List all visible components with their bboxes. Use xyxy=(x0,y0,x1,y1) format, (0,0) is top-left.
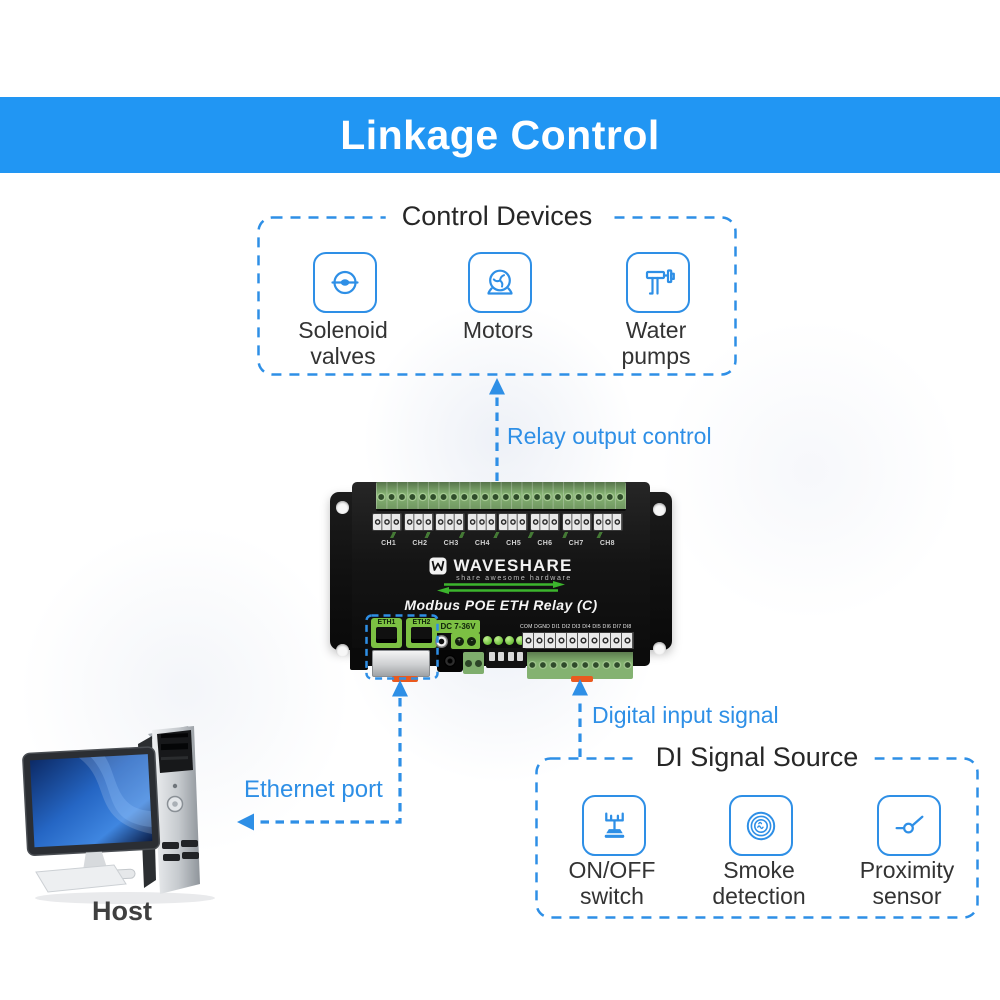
brand-row: WAVESHARE xyxy=(330,556,672,576)
channel-label: CH6 xyxy=(537,540,553,547)
di-terminal-labels: COM DGND DI1 DI2 DI3 DI4 DI5 DI6 DI7 DI8 xyxy=(520,624,632,630)
proximity-sensor-label: Proximity sensor xyxy=(859,857,955,910)
ethernet-connector-line xyxy=(237,680,408,831)
eth2-port: ETH2 xyxy=(406,618,437,648)
rj45-socket xyxy=(411,627,432,643)
dc-jack xyxy=(437,650,463,672)
motors-tile xyxy=(468,252,532,313)
water-pumps-tile xyxy=(626,252,690,313)
banner: Linkage Control xyxy=(0,97,1000,173)
ethernet-jack-metal xyxy=(372,650,430,677)
monitor xyxy=(22,746,161,883)
dip-switch-block xyxy=(486,648,526,668)
host-computer-image xyxy=(22,726,215,904)
arrow-left-icon xyxy=(237,813,254,831)
relay-contact-group xyxy=(562,514,591,530)
arrow-up-icon xyxy=(489,378,505,395)
onoff-switch-label: ON/OFF switch xyxy=(568,857,656,910)
status-led xyxy=(516,636,525,645)
eth1-port: ETH1 xyxy=(371,618,402,648)
smoke-detector-icon xyxy=(746,811,776,840)
relay-output-terminal-block xyxy=(376,482,626,511)
solenoid-valves-label: Solenoid valves xyxy=(298,317,388,370)
eth2-label: ETH2 xyxy=(412,619,431,626)
motor-icon xyxy=(487,269,513,295)
channel-label: CH5 xyxy=(506,540,522,547)
onoff-switch-tile xyxy=(582,795,646,856)
channel-labels: CH1 CH2 CH3 CH4 CH5 CH6 CH7 CH8 xyxy=(373,540,623,547)
orange-clip xyxy=(571,676,593,682)
case-stub xyxy=(350,648,368,670)
relay-contact-group xyxy=(404,514,433,530)
motors-label: Motors xyxy=(462,317,534,343)
channel-label: CH7 xyxy=(568,540,584,547)
device-model-name: Modbus POE ETH Relay (C) xyxy=(404,597,598,613)
di-terminal-row xyxy=(523,633,633,648)
green-double-arrow-icon xyxy=(437,581,565,594)
waveshare-logo-icon xyxy=(429,557,447,575)
minus-terminal: - xyxy=(467,636,477,646)
control-devices-title: Control Devices xyxy=(385,201,609,232)
channel-label: CH1 xyxy=(381,540,397,547)
relay-contact-group xyxy=(373,514,401,530)
status-led xyxy=(483,636,492,645)
mounting-hole xyxy=(336,644,349,657)
mounting-hole xyxy=(653,642,666,655)
banner-title: Linkage Control xyxy=(340,111,660,158)
relay-output-label: Relay output control xyxy=(507,423,712,449)
digital-input-label: Digital input signal xyxy=(592,702,779,728)
eth1-label: ETH1 xyxy=(377,619,396,626)
solenoid-valves-tile xyxy=(313,252,377,313)
solenoid-valve-icon xyxy=(331,270,359,294)
status-led xyxy=(505,636,514,645)
relay-output-connector-line xyxy=(489,378,505,481)
mounting-hole xyxy=(653,503,666,516)
onoff-switch-icon xyxy=(604,812,624,838)
proximity-sensor-icon xyxy=(895,815,923,834)
rj45-socket xyxy=(376,627,397,643)
host-label: Host xyxy=(92,896,152,926)
status-led xyxy=(494,636,503,645)
relay-contact-group xyxy=(594,514,623,530)
channel-label: CH4 xyxy=(474,540,490,547)
dc-barrel-terminal xyxy=(435,635,448,648)
relay-contact-group xyxy=(436,514,465,530)
water-pump-icon xyxy=(645,268,675,295)
channel-label: CH2 xyxy=(412,540,428,547)
relay-contact-row xyxy=(373,514,623,530)
relay-contact-group xyxy=(530,514,559,530)
smoke-detection-tile xyxy=(729,795,793,856)
digital-input-terminal-block xyxy=(527,650,633,679)
brand-name: WAVESHARE xyxy=(453,556,573,575)
smoke-detection-label: Smoke detection xyxy=(712,857,806,910)
relay-contact-group xyxy=(467,514,496,530)
dc-power-label: DC 7-36V xyxy=(436,620,480,633)
mounting-hole xyxy=(336,501,349,514)
channel-label: CH8 xyxy=(599,540,615,547)
ethernet-port-label: Ethernet port xyxy=(244,776,383,803)
channel-arrow-markings xyxy=(373,532,623,538)
water-pumps-label: Water pumps xyxy=(621,317,691,370)
orange-clip xyxy=(392,676,418,682)
power-terminal-plug xyxy=(463,652,484,674)
dc-screw-terminal: + - xyxy=(451,633,480,649)
relay-contact-group xyxy=(499,514,528,530)
di-source-title: DI Signal Source xyxy=(639,742,875,773)
modbus-poe-eth-relay-device: CH1 CH2 CH3 CH4 CH5 CH6 CH7 CH8 WAVESHAR… xyxy=(330,480,672,684)
proximity-sensor-tile xyxy=(877,795,941,856)
plus-terminal: + xyxy=(454,636,464,646)
channel-label: CH3 xyxy=(443,540,459,547)
brand-tagline: share awesome hardware xyxy=(456,575,572,582)
digital-input-connector-line xyxy=(572,679,588,757)
